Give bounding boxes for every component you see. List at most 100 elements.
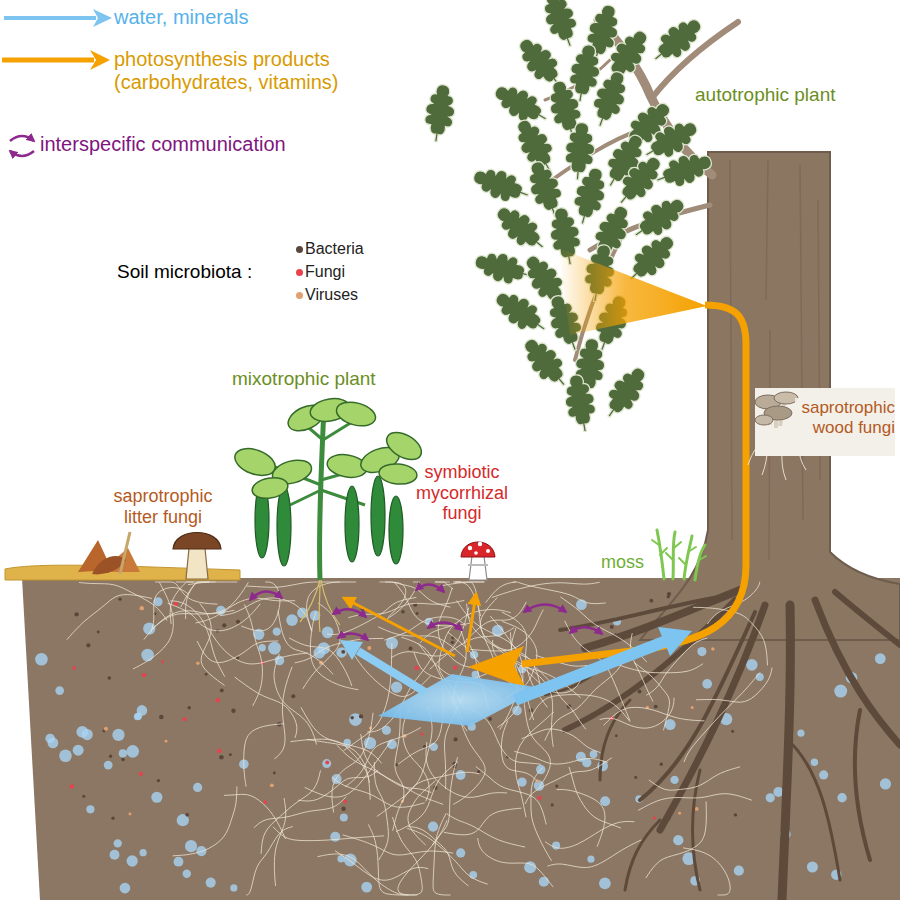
microbe-dot [634, 776, 637, 779]
water-droplet [834, 685, 847, 698]
oak-leaf [490, 199, 553, 258]
microbe-dot [205, 673, 208, 676]
hypha [478, 838, 553, 887]
arrow-head [658, 627, 692, 656]
leaf [378, 462, 418, 485]
water-droplet [59, 749, 72, 762]
water-droplet [428, 821, 438, 831]
water-droplet [734, 866, 744, 876]
water-droplet [120, 883, 131, 894]
oak-leaf [561, 372, 600, 434]
legend-text: photosynthesis products (carbohydrates, … [114, 48, 339, 93]
plant-stem [319, 405, 324, 580]
microbe-dot [416, 612, 419, 615]
hypha [480, 598, 513, 658]
water-droplet [670, 776, 678, 784]
water-droplet [273, 627, 281, 635]
microbe-dot [72, 666, 76, 670]
tree-branches [545, 20, 738, 360]
hypha [444, 808, 522, 835]
microbe-dot [270, 783, 274, 787]
microbe-dot [273, 772, 276, 775]
microbe-dot [551, 803, 554, 806]
oak-leaf [421, 83, 458, 144]
microbe-dot [263, 800, 267, 804]
microbe-dot [217, 749, 221, 753]
communication-sample [10, 151, 34, 156]
organism-label: autotrophic plant [695, 84, 885, 106]
microbe-dot [695, 807, 699, 811]
hypha [545, 821, 634, 848]
hypha [361, 734, 443, 804]
water-droplet [230, 884, 237, 891]
water-droplet [361, 882, 372, 893]
hypha [67, 595, 152, 640]
microbe-dot [159, 715, 164, 720]
water-droplet [773, 787, 783, 797]
microbe-dot [711, 647, 714, 650]
oak-leaves [421, 0, 715, 434]
fungal-hyphae [67, 582, 772, 895]
microbe-dot [637, 690, 641, 694]
mycorrhizal-mushroom [461, 542, 495, 580]
mushroom-cap [461, 542, 495, 557]
hypha [604, 707, 705, 725]
root [855, 710, 870, 860]
mushroom-cap [173, 533, 221, 550]
oak-leaf [537, 0, 584, 51]
soil-particles [35, 592, 891, 893]
hypha [318, 854, 409, 895]
oak-leaf [627, 190, 691, 247]
water-droplet [76, 726, 88, 738]
hypha [420, 610, 511, 643]
hypha [246, 827, 292, 895]
moss-stem [695, 545, 705, 580]
root [835, 592, 900, 645]
microbe-dot [161, 660, 164, 663]
hypha [638, 794, 752, 811]
legend-text: Fungi [305, 263, 345, 280]
microbe-dot [343, 800, 347, 804]
microbe-dot [231, 709, 235, 713]
water-droplet [259, 644, 266, 651]
microbe-dot [350, 716, 354, 720]
legend-item: Fungi [305, 263, 425, 281]
microbe-dot [610, 625, 614, 629]
leaf-litter [5, 532, 240, 580]
water-arrow-sample [4, 16, 96, 20]
hypha [301, 707, 382, 763]
double-arrow [333, 609, 366, 617]
water-droplet [469, 871, 477, 879]
hypha [396, 762, 458, 832]
organism-label: symbiotic mycorrhizal fungi [402, 462, 522, 524]
water-droplet [268, 642, 281, 655]
microbe-dot [111, 816, 114, 819]
microbe-dot [654, 705, 658, 709]
mixotrophic-plant [231, 396, 426, 632]
mushroom-stem [186, 548, 208, 579]
water-droplet [137, 705, 148, 716]
microbe-dot [118, 598, 121, 601]
branch [290, 490, 321, 505]
microbe-dot [615, 734, 618, 737]
microbe-dot [157, 779, 160, 782]
organism-label: saprotrophic wood fungi [795, 398, 895, 437]
hypha [476, 767, 546, 825]
microbe-dot [229, 753, 232, 756]
microbe-dot [86, 643, 90, 647]
microbe-dot [185, 813, 189, 817]
hypha [278, 611, 333, 675]
microbe-dot [139, 772, 143, 776]
hypha [547, 840, 641, 868]
double-arrow [524, 605, 566, 613]
water-droplet [45, 734, 55, 744]
microbe-dot [70, 784, 74, 788]
water-droplet [313, 647, 325, 659]
water-droplet [811, 758, 818, 765]
water-droplet [185, 840, 197, 852]
root [319, 582, 321, 632]
double-arrow [416, 584, 444, 592]
microbe-dot [678, 812, 681, 815]
water-droplet [875, 653, 886, 664]
microbe-dot [220, 688, 224, 692]
